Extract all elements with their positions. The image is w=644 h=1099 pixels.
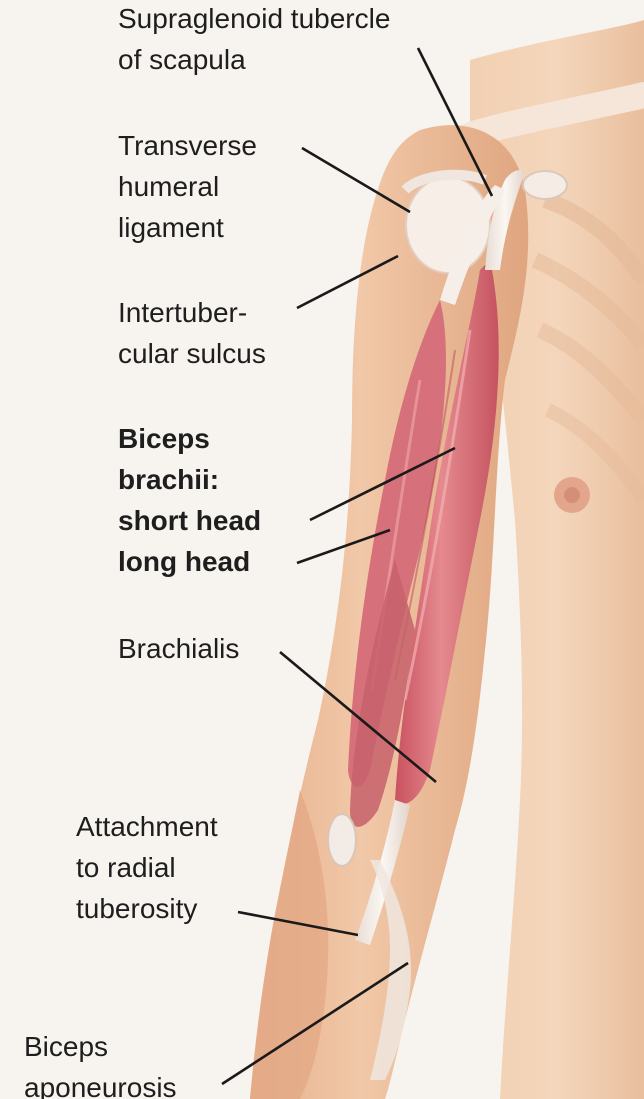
label-supraglenoid-tubercle: Supraglenoid tubercle of scapula: [118, 0, 390, 80]
label-biceps-aponeurosis: Biceps aponeurosis: [24, 1026, 177, 1099]
label-intertubercular-sulcus: Intertuber- cular sulcus: [118, 292, 266, 374]
label-biceps-brachii: Biceps brachii: short head long head: [118, 418, 261, 582]
label-transverse-humeral-ligament: Transverse humeral ligament: [118, 125, 257, 248]
label-brachialis: Brachialis: [118, 628, 239, 669]
label-attachment-radial-tuberosity: Attachment to radial tuberosity: [76, 806, 218, 929]
